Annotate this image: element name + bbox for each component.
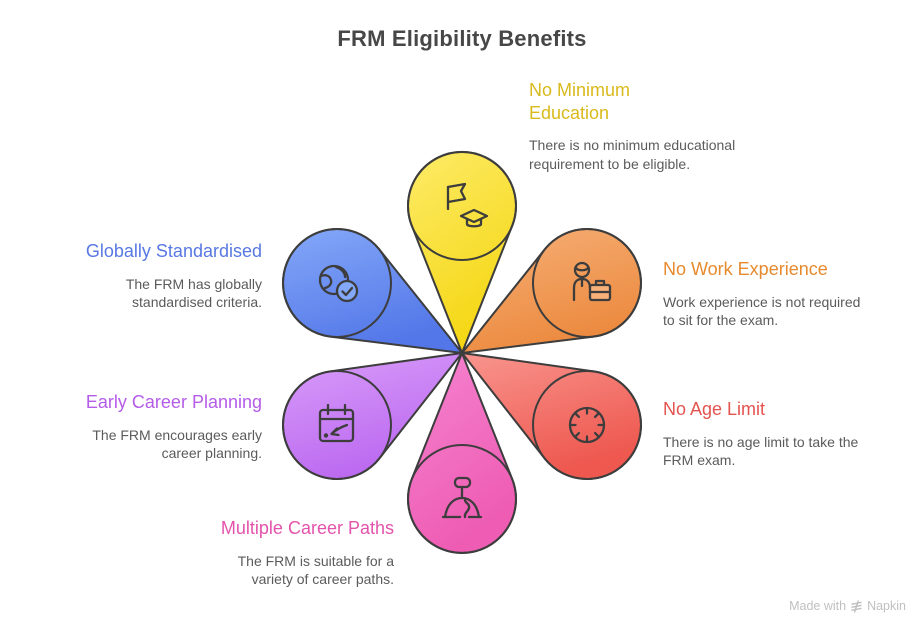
petal-description: Work experience is not required to sit f…: [663, 293, 861, 328]
watermark-brand: Napkin: [867, 599, 906, 613]
petal-description: The FRM encourages early career planning…: [92, 426, 262, 461]
petal-heading: No Minimum Education: [529, 80, 631, 123]
clock-icon: [568, 406, 606, 444]
calendar-arrow-icon: [318, 403, 355, 443]
petal-early-career-planning: [282, 352, 463, 480]
globe-check-icon: [318, 264, 359, 303]
petal-heading: Globally Standardised: [85, 241, 262, 261]
graduation-flag-icon: [446, 182, 489, 228]
petal-description: There is no minimum educational requirem…: [529, 137, 736, 172]
petal-no-age-limit: [461, 352, 642, 480]
person-briefcase-icon: [572, 261, 612, 302]
petal-description: There is no age limit to take the FRM ex…: [663, 433, 859, 468]
petal-description: The FRM has globally standardised criter…: [125, 275, 262, 310]
petal-heading: Early Career Planning: [85, 392, 262, 412]
page-title: FRM Eligibility Benefits: [337, 26, 587, 51]
napkin-logo-icon: [851, 599, 862, 613]
made-with-napkin-watermark: Made with Napkin: [789, 599, 906, 613]
petal-multiple-career-paths: [407, 352, 517, 554]
petal-description: The FRM is suitable for a variety of car…: [237, 552, 394, 587]
petal-heading: No Work Experience: [663, 259, 828, 279]
petal-heading: Multiple Career Paths: [220, 518, 394, 538]
label-no-age-limit: No Age Limit There is no age limit to ta…: [663, 398, 859, 469]
label-multiple-career-paths: Multiple Career Paths The FRM is suitabl…: [202, 517, 394, 588]
label-globally-standardised: Globally Standardised The FRM has global…: [62, 240, 262, 311]
petal-no-minimum-education: [407, 150, 517, 354]
petal-no-work-experience: [461, 228, 642, 354]
watermark-prefix: Made with: [789, 599, 847, 613]
petal-heading: No Age Limit: [663, 399, 766, 419]
petal-globally-standardised: [282, 228, 463, 354]
label-no-work-experience: No Work Experience Work experience is no…: [663, 258, 863, 329]
signpost-path-icon: [441, 476, 483, 519]
label-no-minimum-education: No Minimum Education There is no minimum…: [529, 79, 741, 173]
label-early-career-planning: Early Career Planning The FRM encourages…: [74, 391, 262, 462]
